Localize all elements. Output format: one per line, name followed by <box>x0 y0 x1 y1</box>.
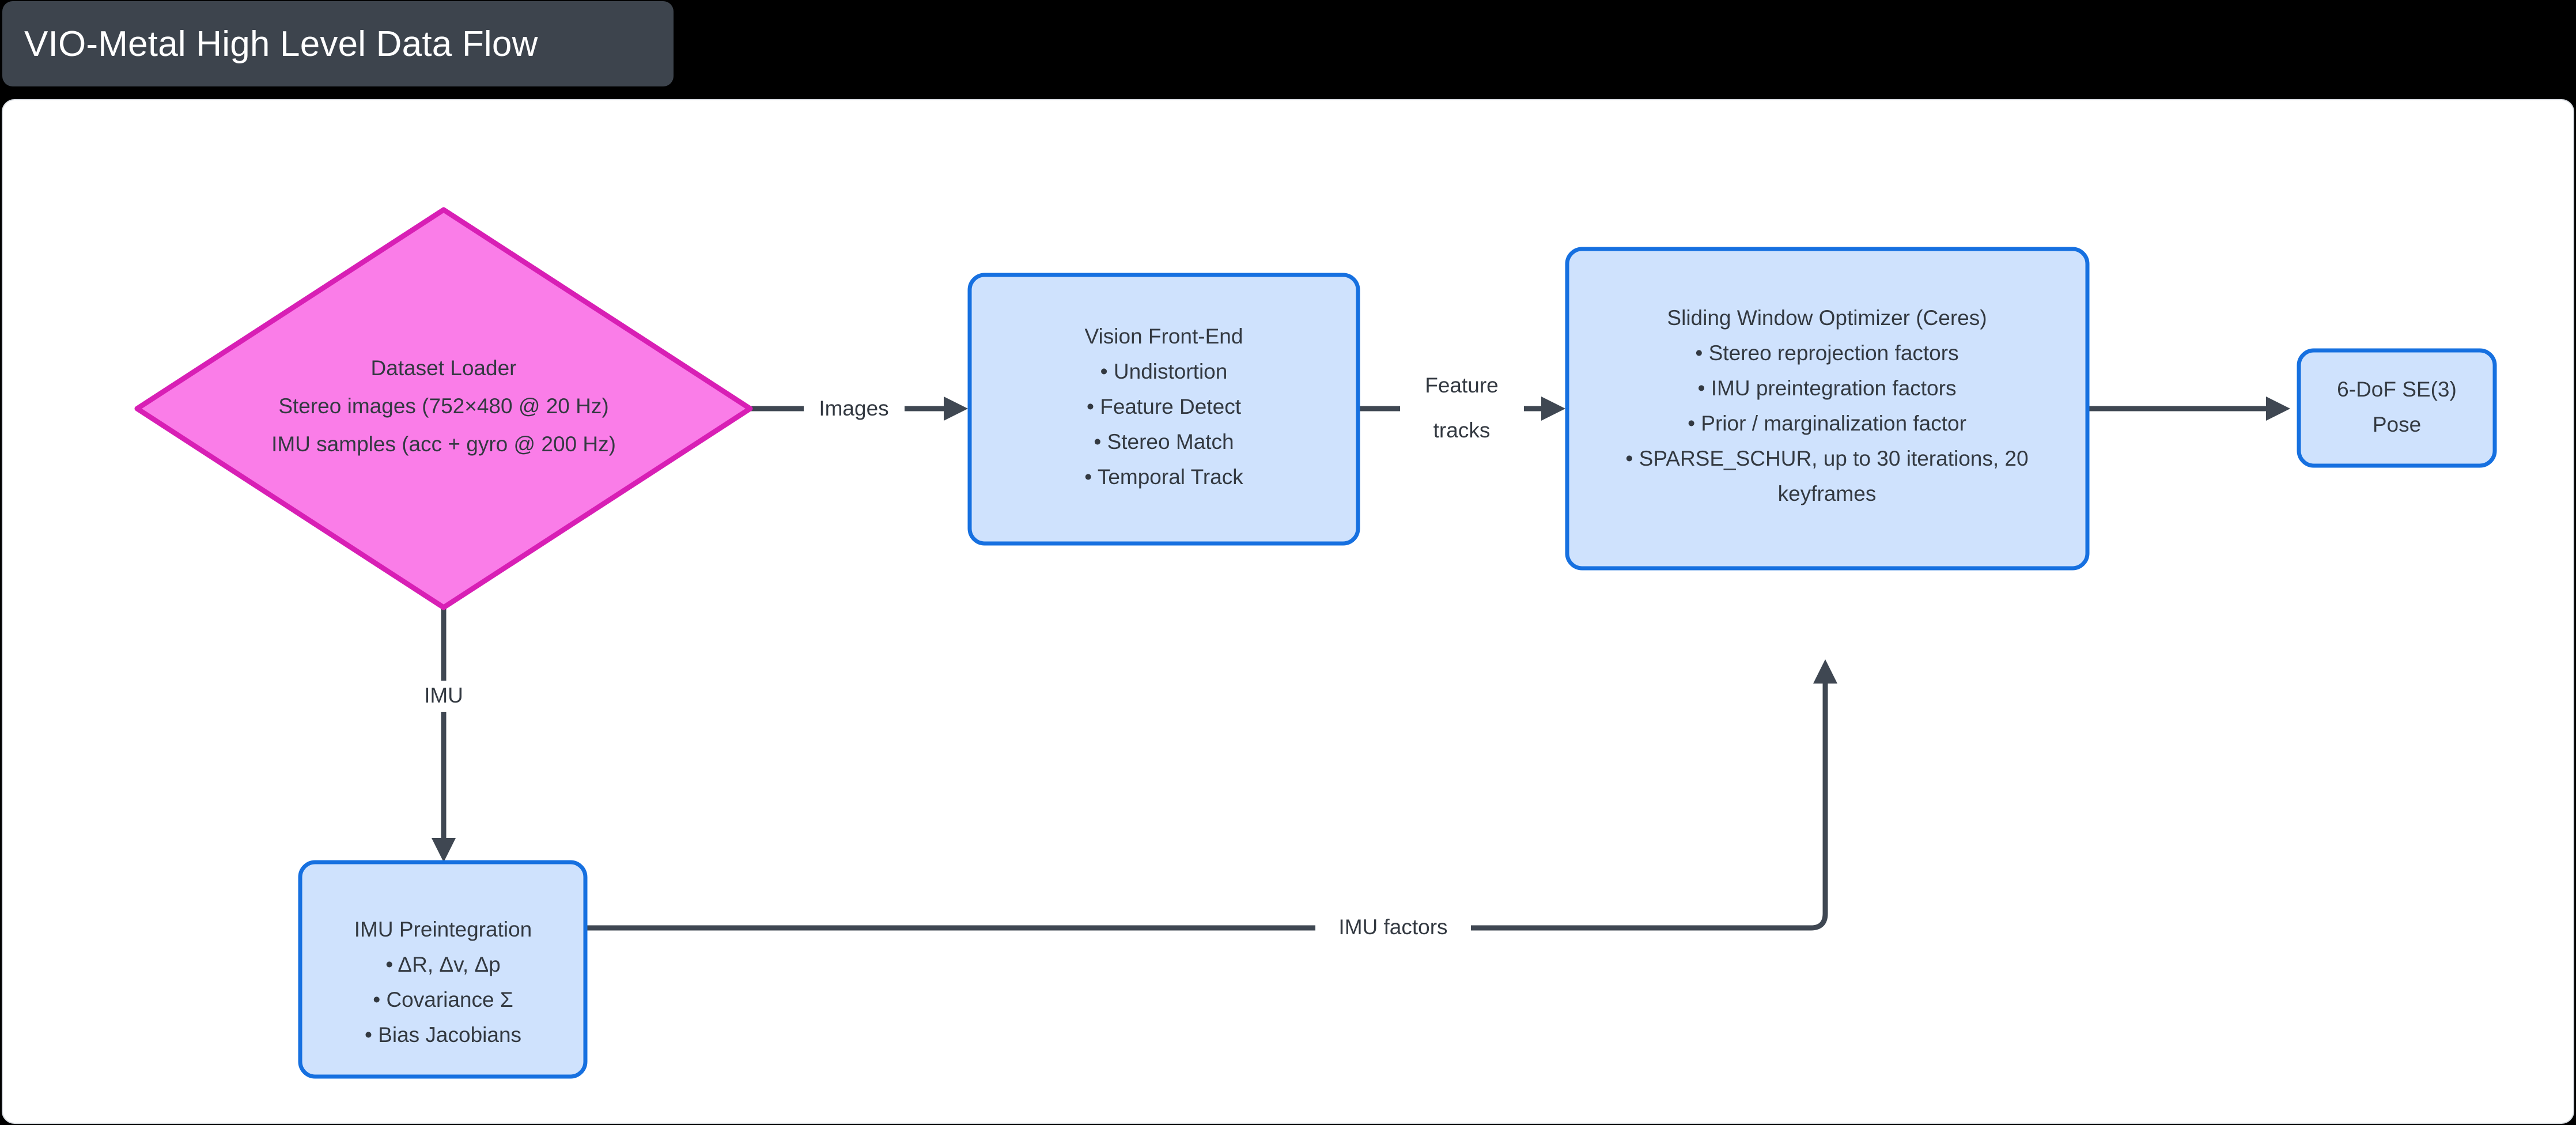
edge-imu-factors-label: IMU factors <box>1338 915 1447 939</box>
edge-feature-tracks-arrowhead <box>1541 397 1565 421</box>
edge-imu-arrowhead <box>432 838 456 862</box>
vision-front-end-shape-fill <box>970 275 1358 543</box>
edge-pose <box>2086 397 2290 421</box>
imu-preintegration-line-4: • Bias Jacobians <box>365 1023 521 1047</box>
edge-imu-factors-line <box>585 677 1828 931</box>
sliding-window-optimizer-shape-fill <box>1567 249 2087 568</box>
node-imu-preintegration[interactable]: IMU Preintegration • ΔR, Δv, Δp • Covari… <box>298 860 588 1079</box>
edge-imu-factors-arrowhead <box>1813 659 1837 684</box>
imu-preintegration-line-2: • ΔR, Δv, Δp <box>385 953 501 976</box>
vision-front-end-line-2: • Undistortion <box>1100 360 1228 383</box>
edge-images-label: Images <box>819 397 888 420</box>
diagram-canvas: Images IMU Feature tracks <box>2 99 2574 1124</box>
vision-front-end-line-1: Vision Front-End <box>1085 324 1243 348</box>
vision-front-end-line-3: • Feature Detect <box>1087 395 1242 418</box>
dataset-loader-line-2: Stereo images (752×480 @ 20 Hz) <box>278 394 608 418</box>
sliding-window-optimizer-line-4: • Prior / marginalization factor <box>1688 412 1966 435</box>
edge-images-label-bg <box>804 394 905 425</box>
edge-imu: IMU <box>406 601 481 862</box>
flowchart-svg: Images IMU Feature tracks <box>134 207 2497 1079</box>
imu-preintegration-shape-border <box>298 860 588 1079</box>
sliding-window-optimizer-line-3: • IMU preintegration factors <box>1698 376 1957 400</box>
sliding-window-optimizer-line-2: • Stereo reprojection factors <box>1695 341 1958 365</box>
edge-imu-label-bg <box>406 681 481 712</box>
sliding-window-optimizer-shape-border <box>1565 247 2090 571</box>
imu-preintegration-shape-fill <box>300 862 585 1077</box>
sliding-window-optimizer-line-5: • SPARSE_SCHUR, up to 30 iterations, 20 <box>1625 447 2028 470</box>
sliding-window-optimizer-line-1: Sliding Window Optimizer (Ceres) <box>1667 306 1987 330</box>
imu-preintegration-line-1: IMU Preintegration <box>354 918 532 941</box>
edge-imu-factors-label-bg <box>1315 912 1471 943</box>
edge-feature-tracks-label-bg <box>1400 367 1524 452</box>
vision-front-end-shape-border <box>967 273 1360 546</box>
node-dataset-loader[interactable]: Dataset Loader Stereo images (752×480 @ … <box>134 207 753 610</box>
imu-preintegration-line-3: • Covariance Σ <box>373 988 513 1011</box>
pose-output-shape-fill <box>2299 350 2495 466</box>
page-title: VIO-Metal High Level Data Flow <box>24 24 538 64</box>
pose-output-line-2: Pose <box>2373 413 2421 436</box>
pose-output-shape-border <box>2297 348 2497 468</box>
edge-feature-tracks-label-line1: Feature <box>1425 373 1499 397</box>
node-vision-front-end[interactable]: Vision Front-End • Undistortion • Featur… <box>967 273 1360 546</box>
diagram-title-chip: VIO-Metal High Level Data Flow <box>2 1 674 86</box>
dataset-loader-shape-border <box>134 207 753 610</box>
dataset-loader-line-3: IMU samples (acc + gyro @ 200 Hz) <box>271 432 616 456</box>
node-pose-output[interactable]: 6-DoF SE(3) Pose <box>2297 348 2497 468</box>
edge-feature-tracks: Feature tracks <box>1354 367 1565 452</box>
edge-feature-tracks-label-line2: tracks <box>1433 418 1491 442</box>
vision-front-end-line-5: • Temporal Track <box>1084 465 1243 489</box>
edge-imu-label: IMU <box>424 684 463 707</box>
vision-front-end-line-4: • Stereo Match <box>1094 430 1234 454</box>
sliding-window-optimizer-line-6: keyframes <box>1778 482 1877 505</box>
edge-images-arrowhead <box>944 397 968 421</box>
dataset-loader-line-1: Dataset Loader <box>370 356 516 380</box>
edge-pose-arrowhead <box>2266 397 2290 421</box>
edge-imu-factors: IMU factors <box>585 659 1837 943</box>
node-sliding-window-optimizer[interactable]: Sliding Window Optimizer (Ceres) • Stere… <box>1565 247 2090 571</box>
edge-images: Images <box>750 394 968 425</box>
pose-output-line-1: 6-DoF SE(3) <box>2337 377 2457 401</box>
